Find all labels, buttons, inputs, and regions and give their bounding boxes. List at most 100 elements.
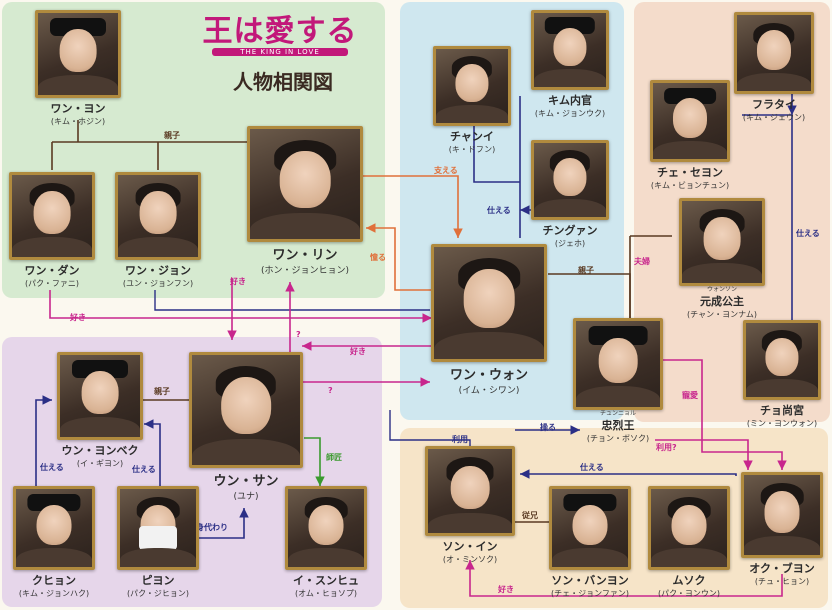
char-name: チャンイ bbox=[450, 130, 494, 143]
char-piyon[interactable]: ピヨン (パク・ジヒョン) bbox=[110, 486, 206, 599]
portrait bbox=[573, 318, 663, 410]
char-kuhyon[interactable]: クヒョン (キム・ジョンハク) bbox=[4, 486, 104, 599]
char-name: ソン・イン bbox=[442, 540, 498, 553]
portrait bbox=[679, 198, 765, 286]
char-name: ワン・ジョン bbox=[125, 264, 191, 277]
char-song-banyon[interactable]: ソン・バンヨン (チェ・ジョンファン) bbox=[538, 486, 642, 599]
char-actor: (キム・ビョンチュン) bbox=[650, 181, 730, 190]
line-love-dan-won bbox=[49, 290, 432, 323]
label-kin-un: 親子 bbox=[154, 387, 170, 396]
line-serve-pi bbox=[144, 419, 161, 486]
char-wang-rin[interactable]: ワン・リン (ホン・ジョンヒョン) bbox=[240, 126, 370, 276]
char-actor: (チョン・ボソク) bbox=[586, 434, 650, 443]
line-admire bbox=[366, 223, 432, 291]
char-song-in[interactable]: ソン・イン (オ・ミンソク) bbox=[422, 446, 518, 565]
portrait bbox=[117, 486, 199, 570]
char-actor: (パク・ファニ) bbox=[24, 279, 80, 288]
char-name: チングァン bbox=[542, 224, 598, 237]
portrait bbox=[531, 10, 609, 90]
label-cousin: 従兄 bbox=[522, 511, 538, 520]
label-serve-musok: 仕える bbox=[580, 463, 604, 472]
portrait bbox=[741, 472, 823, 558]
char-ok-buyon[interactable]: オク・ブヨン (チュ・ヒョン) bbox=[734, 472, 830, 587]
chart-title: 人物相関図 bbox=[233, 70, 333, 94]
label-use: 利用 bbox=[452, 435, 468, 444]
char-name: フラタイ bbox=[752, 98, 796, 111]
char-actor: (イ・ギヨン) bbox=[76, 459, 124, 468]
char-actor: (チャン・ヨンナム) bbox=[687, 310, 757, 319]
char-name: ワン・ダン bbox=[24, 264, 80, 277]
line-affection bbox=[656, 359, 787, 470]
char-name: チェ・セヨン bbox=[657, 166, 723, 179]
line-mentor bbox=[304, 437, 325, 486]
label-support: 支える bbox=[434, 166, 458, 175]
char-wang-dan[interactable]: ワン・ダン (パク・ファニ) bbox=[6, 172, 98, 289]
label-love-rin: 好き bbox=[230, 277, 246, 286]
char-kim-naegwan[interactable]: キム内官 (キム・ジョンウク) bbox=[522, 10, 618, 119]
char-chanyi[interactable]: チャンイ (キ・ドフン) bbox=[430, 46, 514, 155]
line-rin-won-love bbox=[154, 290, 430, 311]
line-serve-ku bbox=[35, 395, 52, 486]
label-affection: 寵愛 bbox=[682, 391, 698, 400]
portrait bbox=[433, 46, 511, 126]
line-serve-musok bbox=[520, 469, 737, 479]
label-love-bottom: 好き bbox=[498, 585, 514, 594]
char-un-san[interactable]: ウン・サン (ユナ) bbox=[184, 352, 308, 502]
label-serve-ku: 仕える bbox=[40, 463, 64, 472]
char-name: クヒョン bbox=[32, 574, 76, 587]
char-wonsong[interactable]: ウォンソン 元成公主 (チャン・ヨンナム) bbox=[672, 198, 772, 320]
char-name: キム内官 bbox=[548, 94, 592, 107]
char-wang-jeon[interactable]: ワン・ジョン (ユン・ジョンフン) bbox=[110, 172, 206, 289]
portrait bbox=[13, 486, 95, 570]
portrait bbox=[285, 486, 367, 570]
label-question-1: ? bbox=[296, 330, 301, 339]
char-ruby: チュンニョル bbox=[599, 410, 636, 417]
char-actor: (チュ・ヒョン) bbox=[754, 577, 810, 586]
portrait bbox=[9, 172, 95, 260]
label-serve-palace: 仕える bbox=[487, 206, 511, 215]
label-substitute: 身代わり bbox=[196, 523, 228, 532]
portrait bbox=[35, 10, 121, 98]
char-actor: (ジェホ) bbox=[554, 239, 586, 248]
char-che-seyon[interactable]: チェ・セヨン (キム・ビョンチュン) bbox=[640, 80, 740, 191]
char-chingwan[interactable]: チングァン (ジェホ) bbox=[524, 140, 616, 249]
char-wang-won[interactable]: ワン・ウォン (イム・シワン) bbox=[424, 244, 554, 396]
label-serve-yuan: 仕える bbox=[796, 229, 820, 238]
portrait bbox=[650, 80, 730, 162]
char-chungnyeol[interactable]: チュンニョル 忠烈王 (チョン・ボソク) bbox=[570, 318, 666, 444]
char-wang-yong[interactable]: ワン・ヨン (キム・ホジン) bbox=[30, 10, 126, 127]
portrait bbox=[648, 486, 730, 570]
label-mentor: 師匠 bbox=[326, 453, 342, 462]
char-name: ワン・ヨン bbox=[50, 102, 106, 115]
char-actor: (キム・ジョンウク) bbox=[534, 109, 606, 118]
label-manipulate: 操る bbox=[540, 423, 556, 432]
char-furatai[interactable]: フラタイ (キム・ジェウン) bbox=[728, 12, 820, 123]
char-name: ムソク bbox=[672, 574, 706, 587]
char-cho-sangung[interactable]: チョ尚宮 (ミン・ヨンウォン) bbox=[734, 320, 830, 429]
label-love-dan: 好き bbox=[70, 313, 86, 322]
label-admire: 憧る bbox=[370, 253, 386, 262]
char-musok[interactable]: ムソク (パク・ヨンウン) bbox=[644, 486, 734, 599]
line-spouse bbox=[629, 235, 672, 320]
line-use-q bbox=[655, 439, 753, 470]
portrait bbox=[743, 320, 821, 400]
char-actor: (キ・ドフン) bbox=[448, 145, 496, 154]
char-name: ウン・サン bbox=[213, 474, 279, 489]
char-actor: (ユナ) bbox=[233, 492, 259, 502]
label-use-q: 利用? bbox=[656, 443, 677, 452]
char-actor: (ホン・ジョンヒョン) bbox=[260, 266, 350, 276]
char-name: ソン・バンヨン bbox=[551, 574, 629, 587]
portrait bbox=[549, 486, 631, 570]
char-actor: (ユン・ジョンフン) bbox=[122, 279, 194, 288]
char-name: ウン・ヨンベク bbox=[61, 444, 139, 457]
line-use bbox=[389, 410, 471, 446]
char-un-yongbek[interactable]: ウン・ヨンベク (イ・ギヨン) bbox=[52, 352, 148, 469]
line-kin-won bbox=[548, 273, 631, 318]
char-i-sunhyu[interactable]: イ・スンヒュ (オム・ヒョソプ) bbox=[278, 486, 374, 599]
char-actor: (キム・ホジン) bbox=[50, 117, 106, 126]
char-name: ワン・ウォン bbox=[449, 368, 528, 383]
char-actor: (ミン・ヨンウォン) bbox=[746, 419, 818, 428]
portrait bbox=[115, 172, 201, 260]
char-name: イ・スンヒュ bbox=[293, 574, 359, 587]
char-name: 元成公主 bbox=[700, 295, 744, 308]
